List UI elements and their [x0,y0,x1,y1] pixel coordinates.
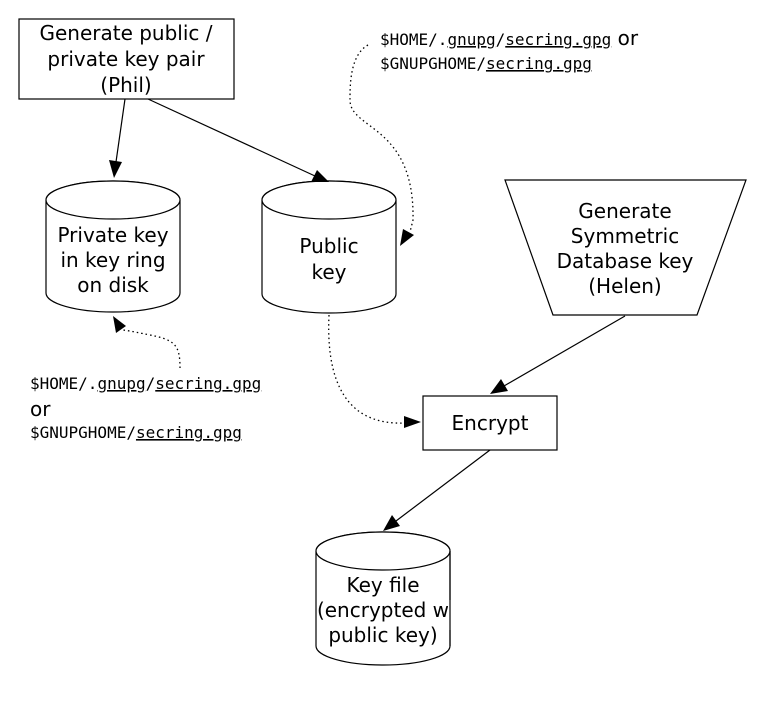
symmetric-key-line-1: Generate [578,199,671,223]
arrowhead-private-icon [109,160,122,178]
connector-encrypt-to-keyfile [395,449,491,522]
symmetric-key-line-4: (Helen) [588,274,662,298]
dotted-path-top-to-public [349,44,414,233]
public-key-line-2: key [311,260,346,284]
arrowhead-dotted-public-icon [400,229,414,246]
top-path-line-2: $GNUPGHOME/secring.gpg [380,54,592,73]
key-file-label-clip [448,600,468,630]
left-path-or: or [30,397,51,421]
generate-key-pair-line-1: Generate public / [39,21,212,45]
solid-connectors [109,98,626,531]
left-path-line-2: $GNUPGHOME/secring.gpg [30,423,242,442]
key-file-cylinder: Key file (encrypted w public key) [315,531,451,666]
generate-key-pair-line-2: private key pair [47,47,205,71]
connector-pair-to-private [115,98,126,163]
private-key-cylinder: Private key in key ring on disk [45,180,181,313]
dotted-connectors [113,44,421,428]
arrowhead-encrypt-icon [490,379,508,394]
private-key-line-3: on disk [77,273,149,297]
public-key-cylinder: Public key [261,180,397,314]
arrowhead-dotted-private-icon [113,316,126,333]
keyring-path-top-note: $HOME/.gnupg/secring.gpg or $GNUPGHOME/s… [380,26,639,73]
private-key-line-1: Private key [57,223,168,247]
dotted-path-public-to-encrypt [328,314,406,424]
arrowhead-dotted-encrypt-icon [404,416,421,428]
private-key-line-2: in key ring [60,248,165,272]
top-path-line-1: $HOME/.gnupg/secring.gpg or [380,26,639,50]
key-file-line-1: Key file [346,573,419,597]
generate-symmetric-key-node: Generate Symmetric Database key (Helen) [504,179,747,316]
connector-pair-to-public [147,98,316,177]
left-path-line-1: $HOME/.gnupg/secring.gpg [30,374,261,393]
keyring-path-left-note: $HOME/.gnupg/secring.gpg or $GNUPGHOME/s… [30,374,261,442]
arrowhead-public-icon [311,170,329,182]
arrowhead-keyfile-icon [383,515,400,531]
generate-key-pair-node: Generate public / private key pair (Phil… [18,18,235,100]
encrypt-node: Encrypt [422,395,558,451]
generate-key-pair-line-3: (Phil) [100,73,151,97]
symmetric-key-line-3: Database key [557,249,694,273]
key-file-line-2: (encrypted w [317,598,449,622]
connector-symmetric-to-encrypt [503,315,626,387]
symmetric-key-line-2: Symmetric [571,224,679,248]
dotted-path-left-to-private [121,329,181,369]
encrypt-label: Encrypt [452,411,529,435]
public-key-line-1: Public [299,234,358,258]
key-file-line-3: public key) [328,623,437,647]
